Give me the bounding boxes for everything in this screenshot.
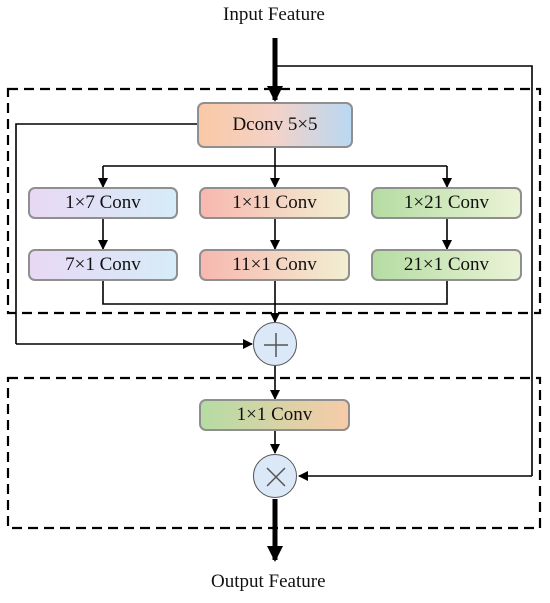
branch-1-second-box: 7×1 Conv [28, 249, 178, 281]
input-feature-label: Input Feature [223, 4, 325, 25]
branch-3-first-box: 1×21 Conv [371, 187, 522, 219]
residual-wire [15, 123, 197, 344]
branch-2-second-box: 11×1 Conv [199, 249, 350, 281]
pointwise-conv-box: 1×1 Conv [199, 399, 350, 431]
branch-2-first-box: 1×11 Conv [199, 187, 350, 219]
plus-icon [264, 333, 288, 357]
branch-1-first-box: 1×7 Conv [28, 187, 178, 219]
times-icon [266, 467, 286, 487]
add-operator [253, 322, 297, 366]
branch-3-second-box: 21×1 Conv [371, 249, 522, 281]
skip-connection-wire [275, 65, 533, 476]
multiply-operator [253, 454, 297, 498]
output-feature-label: Output Feature [211, 571, 326, 592]
dconv-box: Dconv 5×5 [197, 102, 353, 148]
